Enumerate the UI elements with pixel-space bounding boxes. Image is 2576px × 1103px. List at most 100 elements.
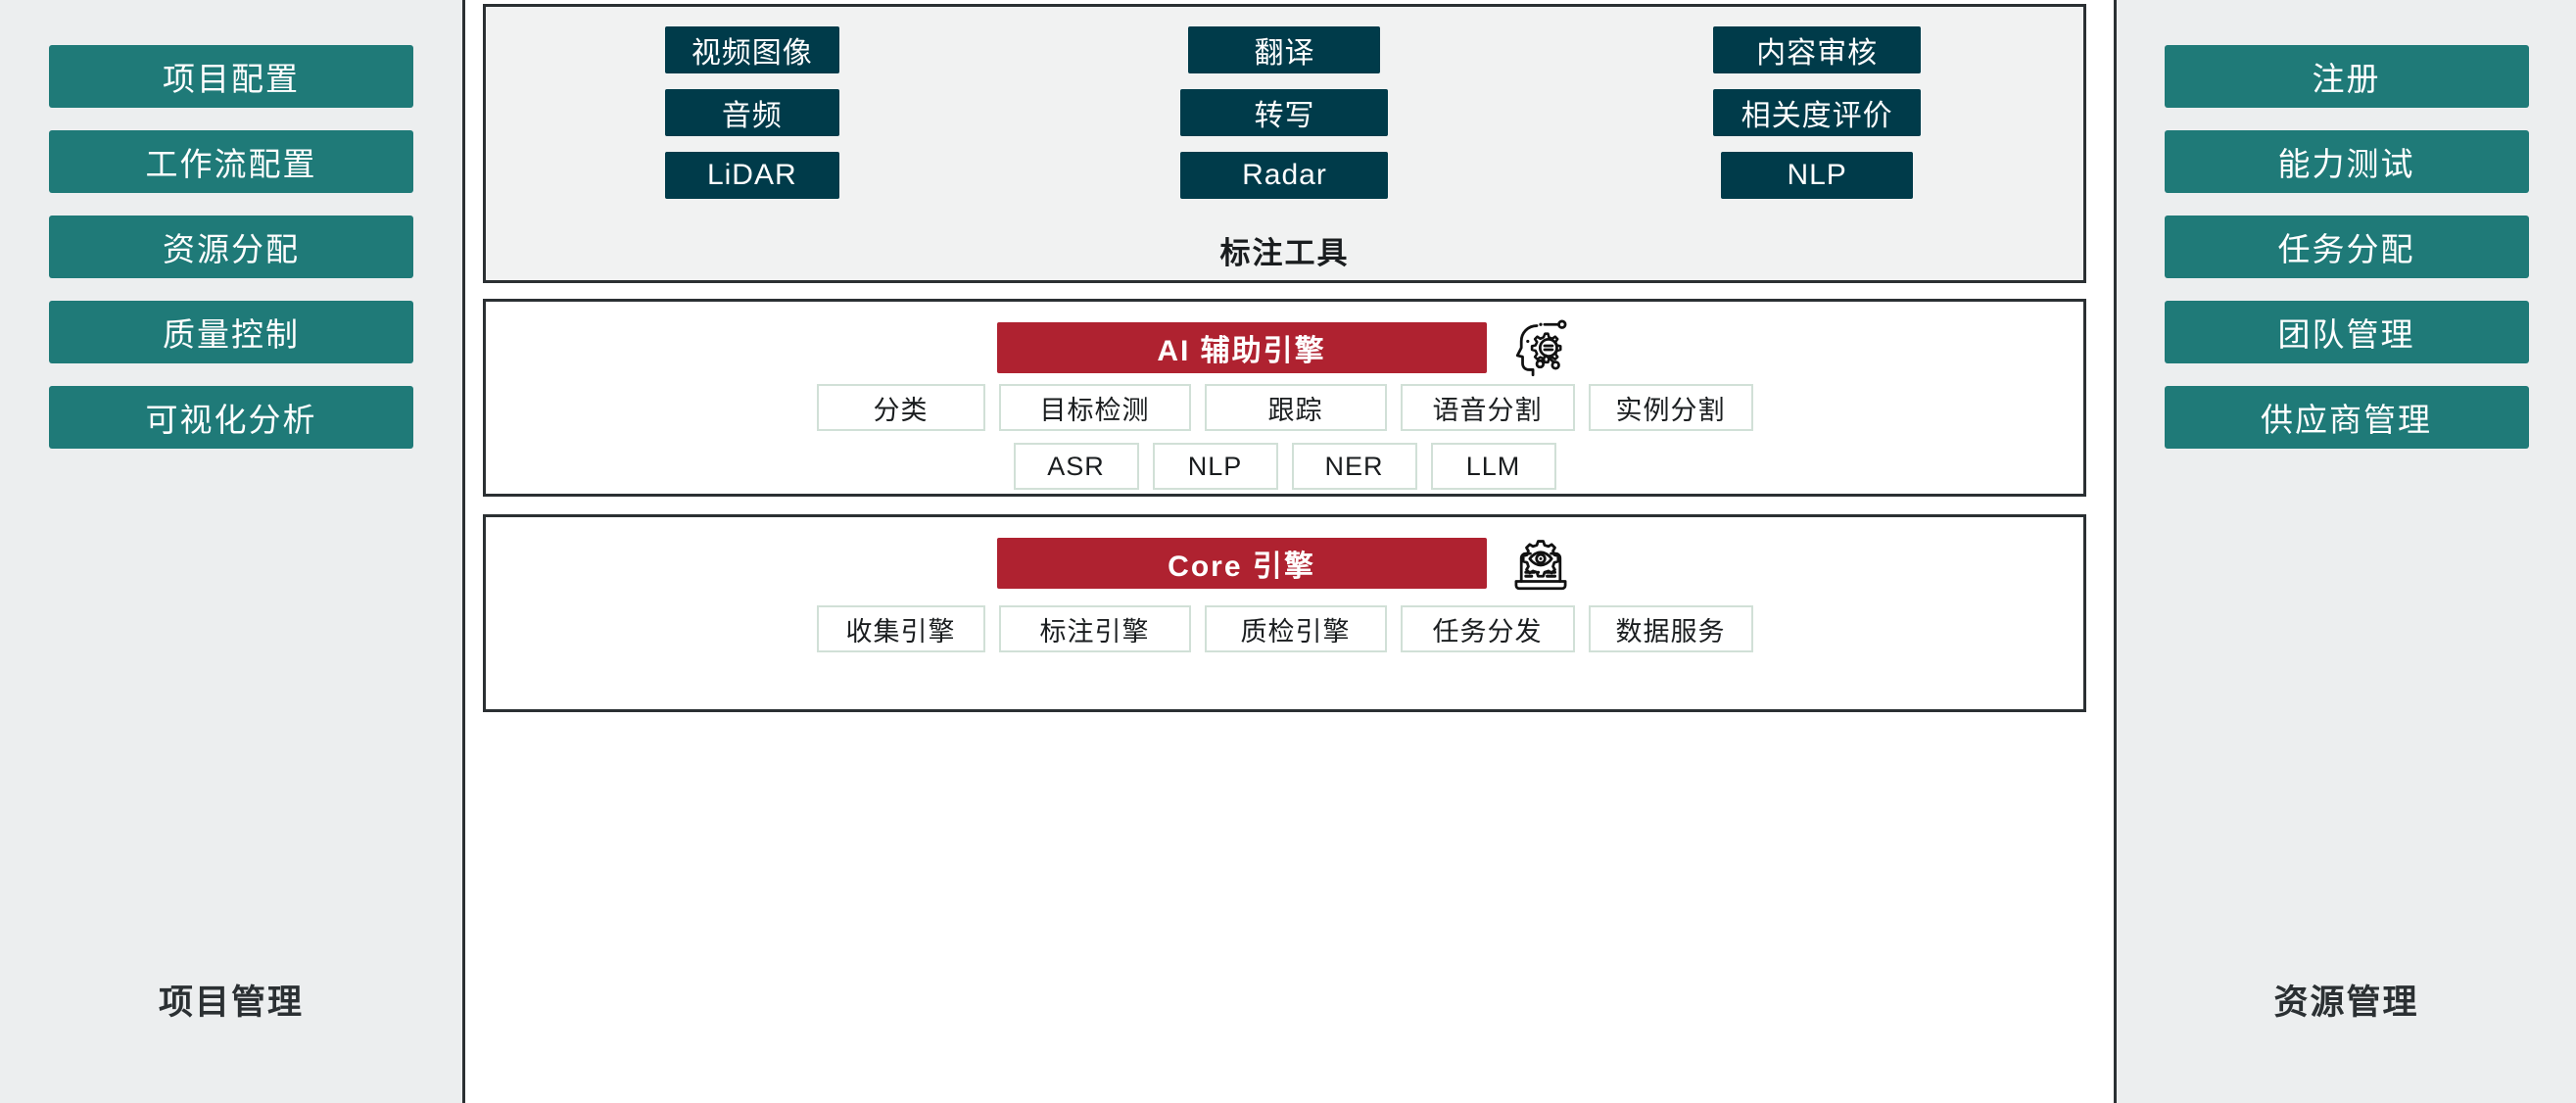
tool-translation[interactable]: 翻译 — [1188, 26, 1381, 73]
chip-label: 实例分割 — [1615, 395, 1726, 425]
sidebar-item-workflow-config[interactable]: 工作流配置 — [49, 130, 413, 193]
tool-content-moderation[interactable]: 内容审核 — [1713, 26, 1922, 73]
tool-label: 翻译 — [1254, 37, 1315, 70]
ai-engine-banner-label: AI 辅助引擎 — [1157, 335, 1326, 367]
sidebar-item-label: 质量控制 — [163, 316, 300, 353]
chip-label: ASR — [1047, 451, 1105, 481]
tool-nlp[interactable]: NLP — [1721, 152, 1914, 199]
tool-label: 视频图像 — [691, 37, 813, 70]
sidebar-item-task-assignment[interactable]: 任务分配 — [2164, 216, 2529, 278]
ai-capability-instance-segmentation[interactable]: 实例分割 — [1588, 384, 1753, 431]
chip-label: NER — [1324, 451, 1384, 481]
chip-label: 分类 — [873, 395, 929, 425]
tool-cell: 翻译 — [1019, 26, 1550, 73]
right-panel-title: 资源管理 — [2273, 983, 2419, 1022]
chip-label: 标注引擎 — [1039, 616, 1150, 647]
tools-row: 音频 转写 相关度评价 — [486, 89, 2083, 136]
tool-label: 内容审核 — [1756, 37, 1879, 70]
sidebar-item-registration[interactable]: 注册 — [2164, 45, 2529, 108]
sidebar-item-label: 任务分配 — [2277, 231, 2415, 267]
ai-capability-speech-segmentation[interactable]: 语音分割 — [1400, 384, 1575, 431]
tool-label: Radar — [1242, 159, 1327, 191]
sidebar-item-label: 项目配置 — [163, 61, 300, 97]
tool-cell: 内容审核 — [1551, 26, 2083, 73]
tool-audio[interactable]: 音频 — [664, 89, 839, 136]
ai-engine-card: AI 辅助引擎 — [483, 299, 2086, 497]
chip-label: 数据服务 — [1615, 616, 1726, 647]
sidebar-item-label: 资源分配 — [163, 231, 300, 267]
chip-label: 跟踪 — [1267, 395, 1323, 425]
ai-engine-banner[interactable]: AI 辅助引擎 — [996, 322, 1487, 373]
tool-lidar[interactable]: LiDAR — [664, 152, 839, 199]
tool-cell: 相关度评价 — [1551, 89, 2083, 136]
tool-transcription[interactable]: 转写 — [1180, 89, 1389, 136]
chip-label: LLM — [1465, 451, 1521, 481]
ai-capability-llm[interactable]: LLM — [1430, 443, 1556, 490]
tool-label: 转写 — [1254, 100, 1315, 132]
core-module-data-service[interactable]: 数据服务 — [1588, 605, 1753, 652]
tool-label: NLP — [1787, 159, 1847, 191]
left-panel-project-management: 项目配置 工作流配置 资源分配 质量控制 可视化分析 项目管理 — [0, 0, 465, 1103]
sidebar-item-vendor-management[interactable]: 供应商管理 — [2164, 386, 2529, 449]
core-module-annotation-engine[interactable]: 标注引擎 — [998, 605, 1191, 652]
sidebar-item-label: 可视化分析 — [145, 402, 317, 438]
tool-relevance-rating[interactable]: 相关度评价 — [1713, 89, 1922, 136]
tool-cell: 音频 — [486, 89, 1018, 136]
core-engine-banner-row: Core 引擎 — [486, 531, 2083, 596]
tool-label: 相关度评价 — [1741, 100, 1893, 132]
tool-radar[interactable]: Radar — [1180, 152, 1389, 199]
core-engine-banner[interactable]: Core 引擎 — [996, 538, 1487, 589]
brain-gear-icon — [1508, 315, 1573, 380]
chip-label: 收集引擎 — [845, 616, 956, 647]
sidebar-item-label: 能力测试 — [2277, 146, 2415, 182]
annotation-tools-card: 视频图像 翻译 内容审核 音频 转写 — [483, 4, 2086, 283]
tool-cell: LiDAR — [486, 152, 1018, 199]
chip-label: 目标检测 — [1039, 395, 1150, 425]
right-panel-resource-management: 注册 能力测试 任务分配 团队管理 供应商管理 资源管理 — [2114, 0, 2576, 1103]
annotation-tools-grid: 视频图像 翻译 内容审核 音频 转写 — [486, 26, 2083, 199]
sidebar-item-label: 注册 — [2312, 61, 2381, 97]
ai-capability-asr[interactable]: ASR — [1013, 443, 1139, 490]
chip-label: 质检引擎 — [1240, 616, 1351, 647]
chip-label: 语音分割 — [1432, 395, 1543, 425]
sidebar-item-team-management[interactable]: 团队管理 — [2164, 301, 2529, 363]
tool-label: 音频 — [721, 100, 783, 132]
sidebar-item-project-config[interactable]: 项目配置 — [49, 45, 413, 108]
tool-cell: 视频图像 — [486, 26, 1018, 73]
ai-capability-ner[interactable]: NER — [1291, 443, 1417, 490]
tool-cell: 转写 — [1019, 89, 1550, 136]
right-panel-item-list: 注册 能力测试 任务分配 团队管理 供应商管理 — [2117, 45, 2576, 449]
ai-capability-tracking[interactable]: 跟踪 — [1204, 384, 1387, 431]
left-panel-item-list: 项目配置 工作流配置 资源分配 质量控制 可视化分析 — [0, 45, 462, 449]
tool-cell: NLP — [1551, 152, 2083, 199]
ai-capability-nlp[interactable]: NLP — [1152, 443, 1278, 490]
ai-engine-banner-row: AI 辅助引擎 — [486, 315, 2083, 380]
center-column: 视频图像 翻译 内容审核 音频 转写 — [483, 0, 2086, 1103]
tool-label: LiDAR — [706, 159, 797, 191]
sidebar-item-resource-allocation[interactable]: 资源分配 — [49, 216, 413, 278]
laptop-gear-eye-icon — [1508, 531, 1573, 596]
tool-cell: Radar — [1019, 152, 1550, 199]
tools-row: 视频图像 翻译 内容审核 — [486, 26, 2083, 73]
ai-capability-classification[interactable]: 分类 — [816, 384, 985, 431]
sidebar-item-label: 工作流配置 — [145, 146, 317, 182]
core-engine-module-row: 收集引擎 标注引擎 质检引擎 任务分发 数据服务 — [486, 605, 2083, 652]
ai-engine-capability-row-1: 分类 目标检测 跟踪 语音分割 实例分割 — [486, 384, 2083, 431]
sidebar-item-capability-test[interactable]: 能力测试 — [2164, 130, 2529, 193]
ai-capability-object-detection[interactable]: 目标检测 — [998, 384, 1191, 431]
ai-engine-capability-row-2: ASR NLP NER LLM — [486, 443, 2083, 490]
sidebar-item-visual-analysis[interactable]: 可视化分析 — [49, 386, 413, 449]
tool-video-image[interactable]: 视频图像 — [664, 26, 839, 73]
core-module-collection-engine[interactable]: 收集引擎 — [816, 605, 985, 652]
sidebar-item-label: 团队管理 — [2277, 316, 2415, 353]
left-panel-title: 项目管理 — [158, 983, 304, 1022]
sidebar-item-quality-control[interactable]: 质量控制 — [49, 301, 413, 363]
chip-label: NLP — [1187, 451, 1243, 481]
annotation-tools-caption: 标注工具 — [1219, 236, 1350, 270]
chip-label: 任务分发 — [1432, 616, 1543, 647]
core-engine-banner-label: Core 引擎 — [1168, 551, 1315, 583]
core-module-qc-engine[interactable]: 质检引擎 — [1204, 605, 1387, 652]
core-module-task-dispatch[interactable]: 任务分发 — [1400, 605, 1575, 652]
core-engine-card: Core 引擎 收集引擎 标注引擎 质检引擎 — [483, 514, 2086, 712]
